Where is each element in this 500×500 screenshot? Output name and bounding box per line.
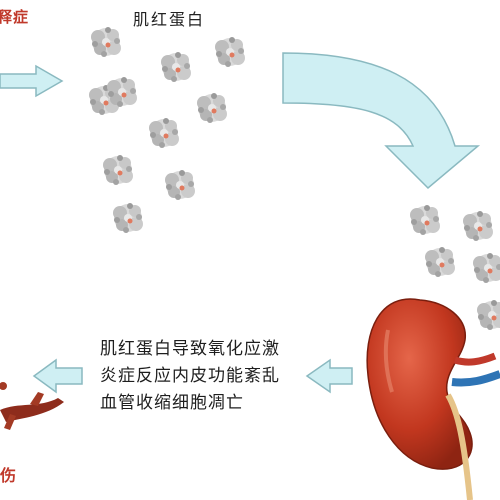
mechanism-line-3: 血管收缩细胞凋亡: [100, 393, 244, 413]
mechanism-line-2: 炎症反应内皮功能紊乱: [100, 366, 280, 386]
protein-cluster-top-icon: [89, 27, 245, 233]
entry-arrow-icon: [0, 64, 64, 98]
top-left-red-label: 释症: [0, 8, 30, 26]
kidney-icon: [366, 298, 500, 500]
myoglobin-title: 肌红蛋白: [133, 10, 206, 29]
bottom-left-red-label: 伤: [0, 466, 18, 485]
vessel-icon: [0, 382, 64, 430]
kidney-to-text-arrow-icon: [305, 358, 353, 394]
mechanism-line-1: 肌红蛋白导致氧化应激: [100, 339, 280, 359]
curved-arrow-icon: [282, 52, 481, 190]
mechanism-text: 肌红蛋白导致氧化应激 炎症反应内皮功能紊乱 血管收缩细胞凋亡: [100, 336, 310, 417]
text-to-left-arrow-icon: [32, 358, 83, 394]
